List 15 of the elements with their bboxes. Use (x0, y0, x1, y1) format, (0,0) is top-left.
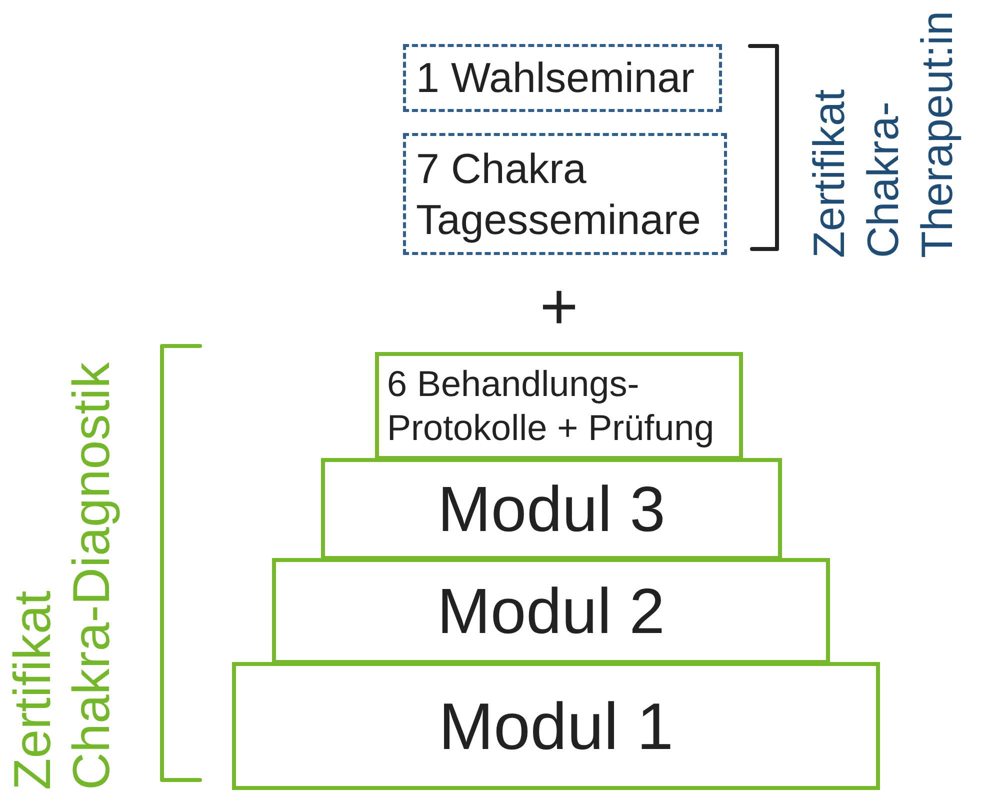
module-label: Modul 3 (438, 474, 666, 544)
seminar-box (403, 44, 722, 112)
module-label: Modul 2 (437, 576, 665, 646)
exam-box (375, 352, 743, 460)
exam-label: 6 Behandlungs-Protokolle + Prüfung (387, 362, 716, 450)
module-box (232, 662, 880, 790)
certificate-label: Zertifikat Chakra-Therapeut:in (804, 10, 963, 258)
certificate-label: Zertifikat Chakra-Diagnostik (4, 361, 122, 790)
module-label: Modul 1 (438, 690, 674, 762)
seminar-label: 7 Chakra Tagesseminare (416, 144, 702, 245)
module-box (272, 558, 830, 664)
plus-sign: + (538, 271, 580, 341)
seminar-label: 1 Wahlseminar (416, 52, 695, 103)
module-box (321, 458, 782, 560)
seminar-box (403, 133, 727, 255)
